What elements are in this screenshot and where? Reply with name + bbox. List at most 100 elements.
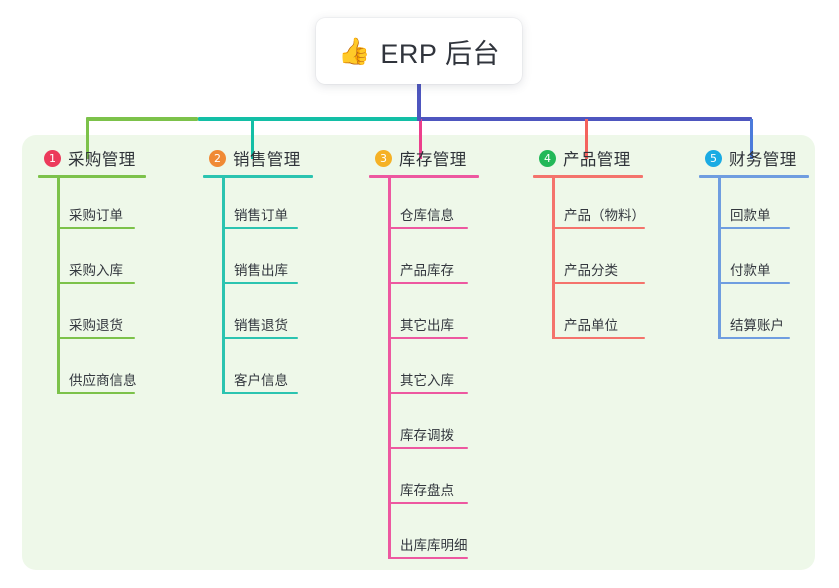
leaf-node[interactable]: 结算账户 xyxy=(699,288,839,343)
leaf-node-label: 其它入库 xyxy=(400,373,454,388)
branch-title-label: 财务管理 xyxy=(729,151,797,169)
leaf-node-label: 销售出库 xyxy=(234,263,288,278)
leaf-node-underline xyxy=(222,227,298,229)
branch-underline xyxy=(533,175,643,178)
branch-column-4: 4 产品管理产品（物料） 产品分类产品单位 xyxy=(533,146,693,343)
leaf-node-label: 采购入库 xyxy=(69,263,123,278)
diagram-panel-background xyxy=(22,135,815,570)
branch-underline xyxy=(369,175,479,178)
branch-number-badge: 2 xyxy=(209,149,226,167)
bus-drop-inventory xyxy=(419,119,422,159)
leaf-node[interactable]: 销售订单 xyxy=(203,178,355,233)
leaf-node[interactable]: 库存调拨 xyxy=(369,398,529,453)
branch-underline xyxy=(699,175,809,178)
leaf-node-underline xyxy=(552,227,645,229)
leaf-node-label: 采购退货 xyxy=(69,318,123,333)
leaf-node-underline xyxy=(388,227,468,229)
leaf-node-underline xyxy=(388,392,468,394)
leaf-node-label: 产品单位 xyxy=(564,318,618,333)
leaf-node[interactable]: 回款单 xyxy=(699,178,839,233)
leaf-node-underline xyxy=(388,502,468,504)
leaf-node-label: 产品（物料） xyxy=(564,208,645,223)
leaf-node-label: 付款单 xyxy=(730,263,771,278)
leaf-node-underline xyxy=(718,337,790,339)
leaf-node-underline xyxy=(388,557,468,559)
leaf-node[interactable]: 产品单位 xyxy=(533,288,693,343)
leaf-node[interactable]: 仓库信息 xyxy=(369,178,529,233)
leaf-node[interactable]: 客户信息 xyxy=(203,343,355,398)
leaf-node-label: 库存盘点 xyxy=(400,483,454,498)
leaf-node-underline xyxy=(222,392,298,394)
leaf-node-label: 仓库信息 xyxy=(400,208,454,223)
leaf-node[interactable]: 产品分类 xyxy=(533,233,693,288)
branch-header-5[interactable]: 5 财务管理 xyxy=(699,146,839,170)
leaf-node-label: 销售订单 xyxy=(234,208,288,223)
leaf-node-underline xyxy=(57,392,135,394)
branch-leaf-list: 产品（物料） 产品分类产品单位 xyxy=(533,178,693,343)
leaf-node[interactable]: 采购订单 xyxy=(38,178,190,233)
leaf-node-underline xyxy=(57,337,135,339)
branch-spine xyxy=(222,178,225,394)
leaf-node-label: 客户信息 xyxy=(234,373,288,388)
branch-underline xyxy=(38,175,146,178)
leaf-node-label: 产品分类 xyxy=(564,263,618,278)
leaf-node-label: 其它出库 xyxy=(400,318,454,333)
leaf-node-label: 回款单 xyxy=(730,208,771,223)
branch-number-badge: 4 xyxy=(539,149,556,167)
bus-segment-green xyxy=(86,117,198,121)
thumbs-up-icon: 👍 xyxy=(338,36,371,66)
root-stem-connector xyxy=(417,84,421,121)
leaf-node[interactable]: 采购入库 xyxy=(38,233,190,288)
leaf-node-underline xyxy=(388,447,468,449)
leaf-node-label: 库存调拨 xyxy=(400,428,454,443)
leaf-node-underline xyxy=(222,282,298,284)
branch-spine xyxy=(718,178,721,339)
leaf-node[interactable]: 供应商信息 xyxy=(38,343,190,398)
leaf-node-label: 结算账户 xyxy=(730,318,784,333)
bus-drop-purchasing xyxy=(86,119,89,159)
leaf-node[interactable]: 销售出库 xyxy=(203,233,355,288)
leaf-node[interactable]: 库存盘点 xyxy=(369,453,529,508)
branch-number-badge: 5 xyxy=(705,149,722,167)
leaf-node[interactable]: 其它出库 xyxy=(369,288,529,343)
leaf-node-underline xyxy=(718,282,790,284)
leaf-node[interactable]: 销售退货 xyxy=(203,288,355,343)
branch-spine xyxy=(552,178,555,339)
leaf-node[interactable]: 出库库明细 xyxy=(369,508,529,563)
branch-title-label: 产品管理 xyxy=(563,151,631,169)
leaf-node[interactable]: 采购退货 xyxy=(38,288,190,343)
branch-leaf-list: 回款单付款单结算账户 xyxy=(699,178,839,343)
leaf-node-underline xyxy=(718,227,790,229)
branch-leaf-list: 仓库信息产品库存其它出库其它入库库存调拨库存盘点出库库明细 xyxy=(369,178,529,563)
leaf-node[interactable]: 产品（物料） xyxy=(533,178,693,233)
leaf-node-label: 采购订单 xyxy=(69,208,123,223)
leaf-node-underline xyxy=(552,282,645,284)
branch-spine xyxy=(57,178,60,394)
bus-drop-sales xyxy=(251,119,254,159)
bus-drop-finance xyxy=(750,119,753,159)
leaf-node[interactable]: 其它入库 xyxy=(369,343,529,398)
leaf-node-underline xyxy=(57,227,135,229)
leaf-node-label: 出库库明细 xyxy=(400,538,468,553)
branch-leaf-list: 采购订单采购入库采购退货供应商信息 xyxy=(38,178,190,398)
bus-segment-teal xyxy=(198,117,420,121)
leaf-node[interactable]: 产品库存 xyxy=(369,233,529,288)
leaf-node[interactable]: 付款单 xyxy=(699,233,839,288)
branch-number-badge: 1 xyxy=(44,149,61,167)
leaf-node-label: 供应商信息 xyxy=(69,373,137,388)
branch-spine xyxy=(388,178,391,559)
leaf-node-label: 销售退货 xyxy=(234,318,288,333)
root-node-label: ERP 后台 xyxy=(380,38,500,69)
leaf-node-label: 产品库存 xyxy=(400,263,454,278)
leaf-node-underline xyxy=(57,282,135,284)
branch-header-4[interactable]: 4 产品管理 xyxy=(533,146,693,170)
root-node-erp-backend[interactable]: 👍 ERP 后台 xyxy=(316,18,522,84)
leaf-node-underline xyxy=(552,337,645,339)
